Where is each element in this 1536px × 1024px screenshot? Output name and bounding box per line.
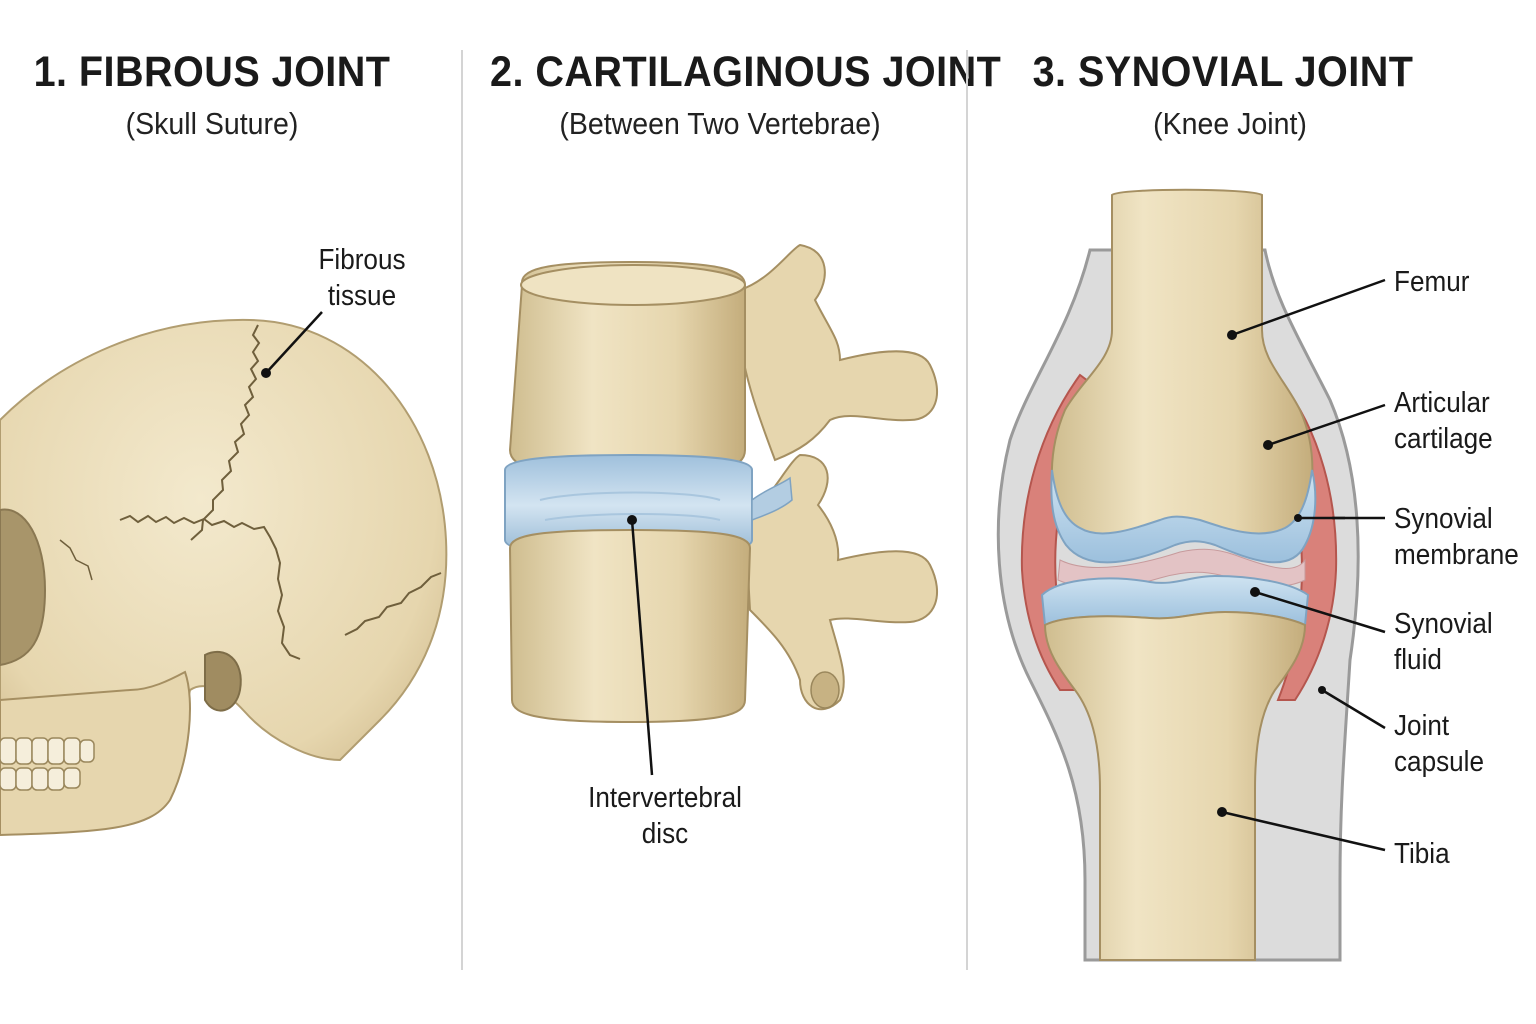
lower-vertebra-foramen — [811, 672, 839, 708]
skull-ear-opening — [205, 652, 241, 711]
label-synovial-membrane: Synovial membrane — [1394, 501, 1519, 573]
label-joint-capsule: Joint capsule — [1394, 708, 1484, 780]
label-synovial-fluid: Synovial fluid — [1394, 606, 1493, 678]
label-femur: Femur — [1394, 264, 1469, 300]
label-intervertebral-disc: Intervertebral disc — [571, 780, 760, 852]
label-fibrous-tissue: Fibrous tissue — [306, 242, 418, 314]
upper-vertebra-process — [740, 245, 937, 460]
vertebrae-illustration — [505, 245, 937, 722]
skull-illustration — [0, 320, 446, 835]
knee-illustration — [998, 190, 1358, 960]
label-tibia: Tibia — [1394, 836, 1450, 872]
label-articular-cartilage: Articular cartilage — [1394, 385, 1493, 457]
lower-vertebral-body — [510, 530, 750, 722]
upper-vertebral-top — [521, 265, 745, 305]
